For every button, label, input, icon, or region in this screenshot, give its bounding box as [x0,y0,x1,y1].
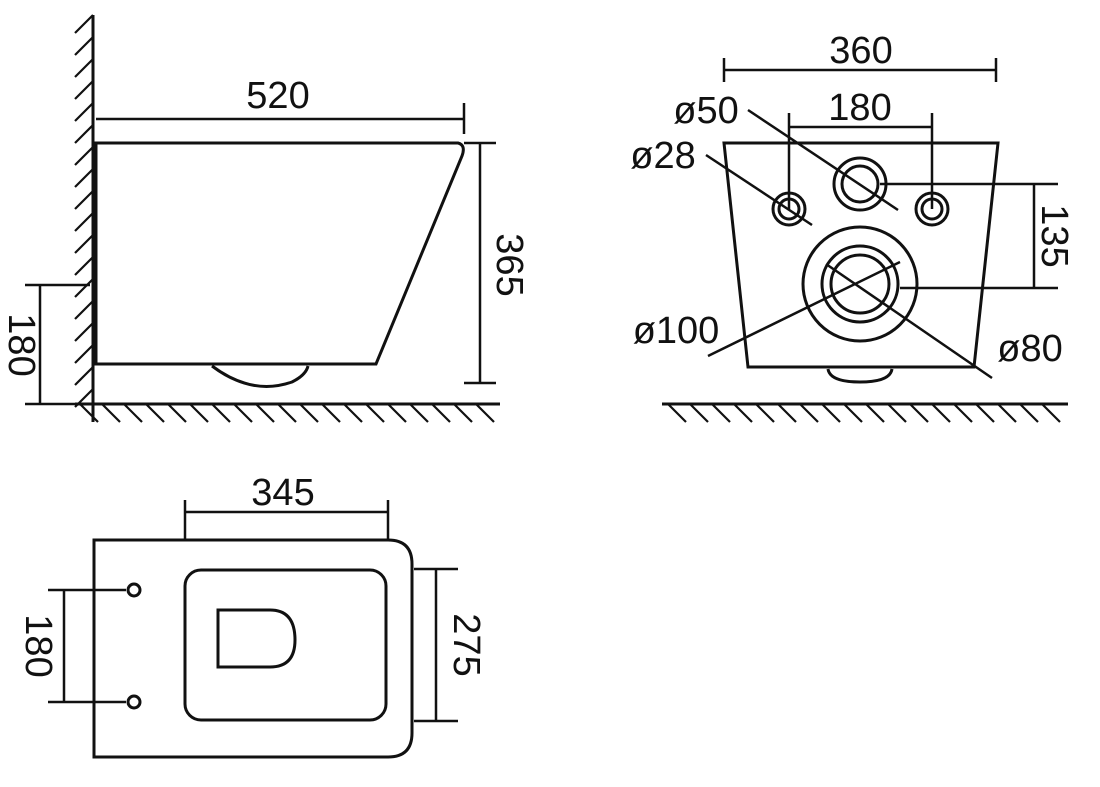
dim-345-label: 345 [251,472,314,514]
side-wall-hatching [74,14,94,408]
waste-outlet-outer [801,225,919,343]
front-outlet-foot [826,368,894,384]
leader-d80 [825,262,993,380]
top-seat-outline [183,568,388,722]
dim-520-label: 520 [246,75,309,117]
top-bowl-opening [216,608,297,669]
top-body-outline [92,538,414,759]
label-d50: ø50 [673,90,738,132]
side-outlet-spigot [211,364,310,388]
dim-275-label: 275 [445,613,487,676]
front-floor-hatching [667,403,1061,423]
dim-360-label: 360 [829,30,892,72]
seat-bolt-hole-bottom [126,694,142,710]
label-d100: ø100 [633,310,720,352]
side-bowl-outline [94,141,465,366]
label-d80: ø80 [997,328,1062,370]
front-view: 360 180 135 ø50 ø28 ø100 ø80 [630,30,1075,423]
water-inlet-inner [840,164,880,204]
top-view: 345 275 180 [17,472,487,759]
dim-180-side-label: 180 [0,313,42,376]
dim-135-label: 135 [1033,204,1075,267]
dim-180-front-label: 180 [828,87,891,129]
label-d28: ø28 [630,135,695,177]
leader-d28 [705,153,813,227]
waste-outlet-middle [820,244,900,324]
dim-365-label: 365 [488,233,530,296]
seat-bolt-hole-top [126,582,142,598]
leader-d100 [707,260,901,358]
dim-180-top-label: 180 [17,614,59,677]
waste-outlet-inner [829,253,891,315]
side-floor-hatching [79,403,495,423]
side-view: 520 365 180 [0,14,530,423]
leader-d50 [747,108,899,212]
